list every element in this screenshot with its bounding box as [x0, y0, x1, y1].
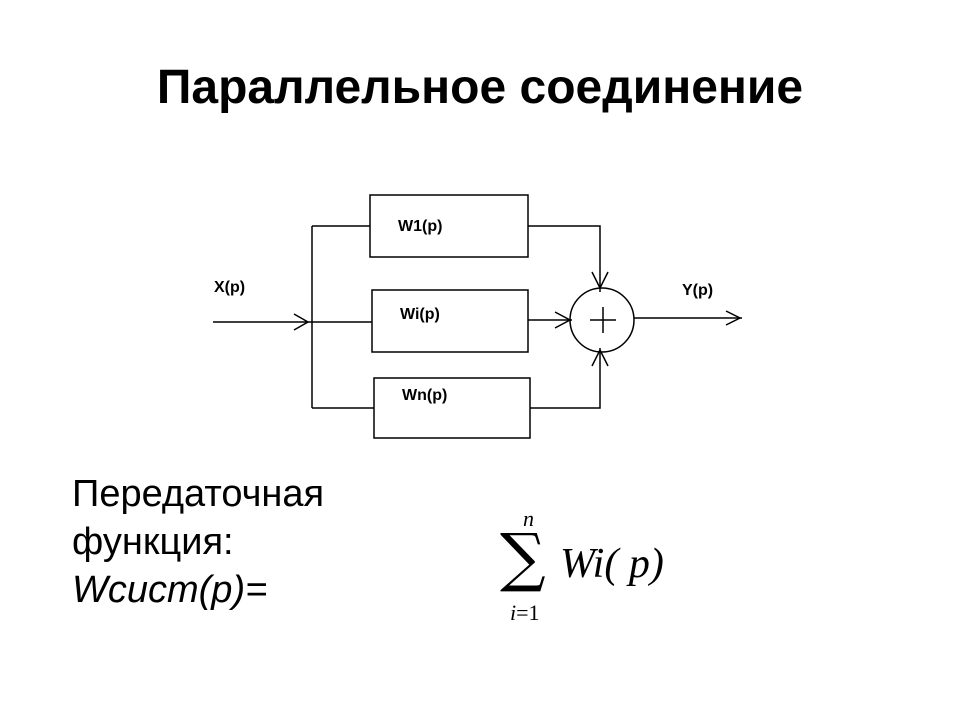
top-arrow — [591, 271, 609, 290]
sum-lower-rest: =1 — [516, 600, 540, 625]
sum-lower-index: i — [510, 600, 517, 625]
return-bottom — [530, 348, 601, 409]
page-title: Параллельное соединение — [156, 61, 804, 114]
block-wi-label: Wi(p) — [400, 306, 440, 323]
block-wn — [373, 377, 531, 439]
return-top — [528, 225, 601, 292]
block-wn-label: Wn(p) — [402, 387, 447, 404]
output-arrow — [725, 310, 742, 326]
transfer-function-caption: Передаточная функция: Wсист(p)= — [72, 470, 324, 614]
middle-arrow — [554, 311, 572, 329]
caption-line-3: Wсист(p)= — [72, 569, 268, 611]
sum-lower-limit: i=1 — [510, 600, 540, 626]
sum-symbol: ∑ — [500, 521, 546, 595]
caption-line-2: функция: — [72, 521, 234, 563]
block-wi — [371, 289, 529, 353]
block-w1-label: W1(p) — [398, 218, 442, 235]
bottom-arrow — [591, 348, 609, 367]
input-label: X(p) — [214, 279, 245, 296]
output-label: Y(p) — [682, 282, 713, 299]
block-w1 — [369, 194, 529, 258]
sum-body: Wi( p) — [560, 541, 664, 587]
sum-formula: n ∑ i=1 Wi( p) — [490, 500, 710, 640]
input-arrow — [293, 313, 310, 331]
caption-line-1: Передаточная — [72, 473, 325, 515]
sum-upper-limit: n — [523, 506, 534, 531]
